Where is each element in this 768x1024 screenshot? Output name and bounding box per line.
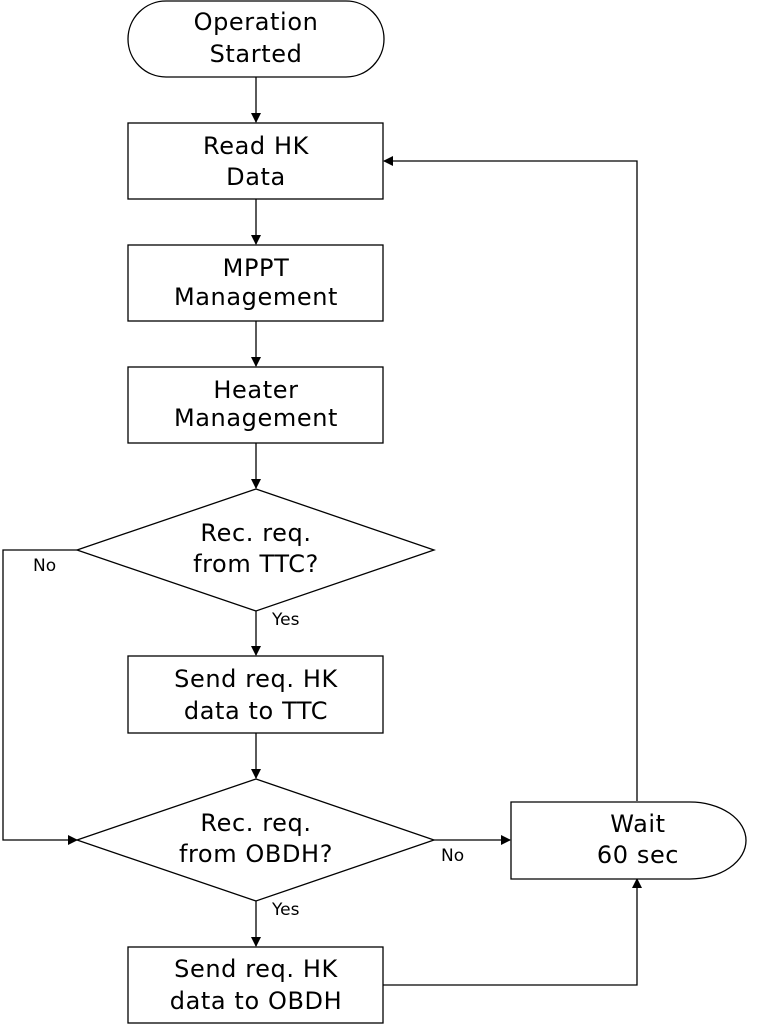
send-hk-to-obdh-line1: Send req. HK: [174, 955, 338, 983]
start-terminal: Operation Started: [127, 0, 385, 78]
edges: [2, 77, 642, 986]
heater-management-box: Heater Management: [127, 366, 384, 444]
send-hk-to-ttc-line1: Send req. HK: [174, 665, 338, 693]
wait-delay-line1: Wait: [610, 810, 665, 838]
send-hk-to-obdh-line2: data to OBDH: [170, 987, 343, 1015]
edge-send-obdh-to-wait: [383, 878, 642, 986]
ttc-no-label: No: [33, 556, 56, 576]
wait-delay-line2: 60 sec: [597, 841, 679, 869]
obdh-request-decision-line2: from OBDH?: [179, 840, 333, 868]
edge-ttc-no: [2, 549, 78, 845]
ttc-request-decision-line1: Rec. req.: [200, 519, 311, 547]
obdh-no-label: No: [441, 846, 464, 866]
ttc-request-decision: Rec. req. from TTC?: [74, 488, 437, 612]
mppt-management-line2: Management: [174, 283, 338, 311]
wait-delay-node: Wait 60 sec: [510, 801, 747, 880]
ttc-request-decision-line2: from TTC?: [193, 550, 319, 578]
mppt-management-box: MPPT Management: [127, 244, 384, 322]
start-terminal-line2: Started: [210, 40, 303, 68]
obdh-request-decision: Rec. req. from OBDH?: [74, 778, 437, 902]
send-hk-to-obdh-box: Send req. HK data to OBDH: [127, 946, 384, 1024]
obdh-yes-label: Yes: [271, 900, 300, 920]
read-hk-data-box: Read HK Data: [127, 122, 384, 200]
send-hk-to-ttc-line2: data to TTC: [184, 697, 328, 725]
obdh-request-decision-line1: Rec. req.: [200, 809, 311, 837]
edge-wait-loop-to-read: [383, 156, 638, 801]
mppt-management-line1: MPPT: [223, 254, 290, 282]
start-terminal-line1: Operation: [194, 8, 319, 36]
read-hk-data-line1: Read HK: [203, 132, 310, 160]
heater-management-line2: Management: [174, 404, 338, 432]
heater-management-line1: Heater: [213, 376, 298, 404]
read-hk-data-line2: Data: [226, 163, 286, 191]
ttc-yes-label: Yes: [271, 610, 300, 630]
send-hk-to-ttc-box: Send req. HK data to TTC: [127, 655, 384, 734]
